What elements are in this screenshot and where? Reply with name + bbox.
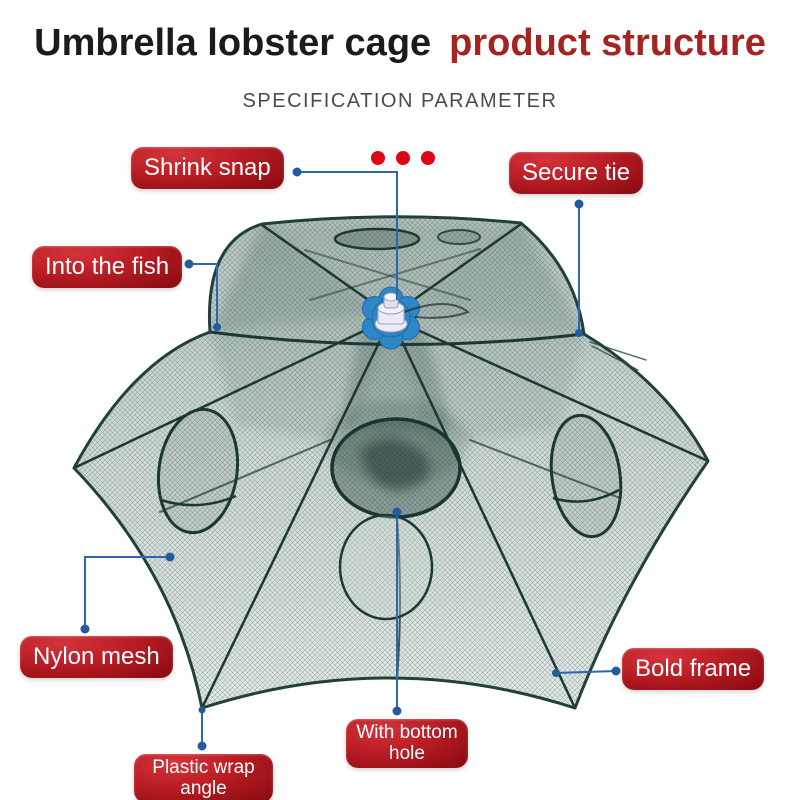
callout-secure-tie: Secure tie bbox=[509, 152, 644, 194]
connector-into-the-fish bbox=[189, 263, 218, 327]
funnel-left bbox=[156, 407, 240, 535]
callout-into-the-fish: Into the fish bbox=[32, 246, 183, 288]
hub-cord bbox=[403, 303, 471, 319]
page-title: Umbrella lobster cage product structure bbox=[0, 22, 800, 65]
hub-cap bbox=[374, 292, 408, 333]
hub bbox=[362, 286, 471, 350]
callout-connectors bbox=[80, 167, 621, 751]
funnel-right bbox=[549, 413, 623, 539]
subtitle-specification: SPECIFICATION PARAMETER bbox=[242, 90, 558, 112]
bottom-funnel-ring bbox=[338, 513, 434, 621]
bait-pocket-ring bbox=[330, 417, 462, 519]
connector-bold-frame bbox=[555, 670, 617, 674]
callout-plastic-wrap-angle: Plastic wrap angle bbox=[134, 754, 273, 800]
title-structure-label: product structure bbox=[449, 22, 766, 64]
connector-shrink-snap bbox=[297, 171, 398, 300]
net-body bbox=[72, 215, 710, 710]
net-outline bbox=[72, 215, 710, 710]
callout-bold-frame: Bold frame bbox=[622, 648, 765, 690]
title-product-name: Umbrella lobster cage bbox=[34, 22, 432, 64]
callout-shrink-snap: Shrink snap bbox=[131, 147, 284, 189]
connector-endpoints bbox=[80, 167, 621, 751]
callout-nylon-mesh: Nylon mesh bbox=[20, 636, 173, 678]
top-opening bbox=[333, 227, 421, 251]
callout-with-bottom-hole: With bottom hole bbox=[346, 719, 468, 768]
accent-dots bbox=[371, 151, 435, 165]
frame-ribs bbox=[72, 222, 710, 710]
connector-nylon-mesh bbox=[84, 556, 170, 629]
top-opening-small bbox=[437, 229, 481, 245]
